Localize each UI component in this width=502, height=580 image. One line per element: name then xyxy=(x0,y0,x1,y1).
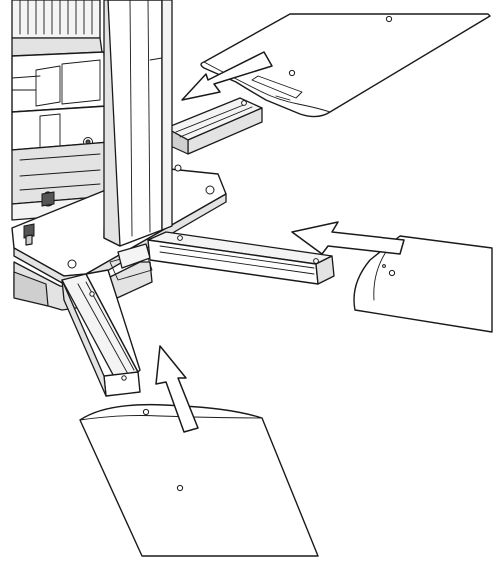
blade-right xyxy=(353,235,493,333)
arm-back xyxy=(165,97,263,155)
vertical-mast xyxy=(103,0,173,247)
bolt-left xyxy=(23,223,35,246)
blade-bottom xyxy=(79,403,319,557)
arrow-top xyxy=(181,51,273,101)
motor-housing xyxy=(11,0,113,221)
bolt-upper xyxy=(41,191,55,207)
arrow-right xyxy=(291,221,405,255)
arm-front xyxy=(61,269,141,397)
arm-right xyxy=(147,231,335,285)
arrow-bottom xyxy=(155,345,199,433)
blade-top-right xyxy=(200,13,491,118)
